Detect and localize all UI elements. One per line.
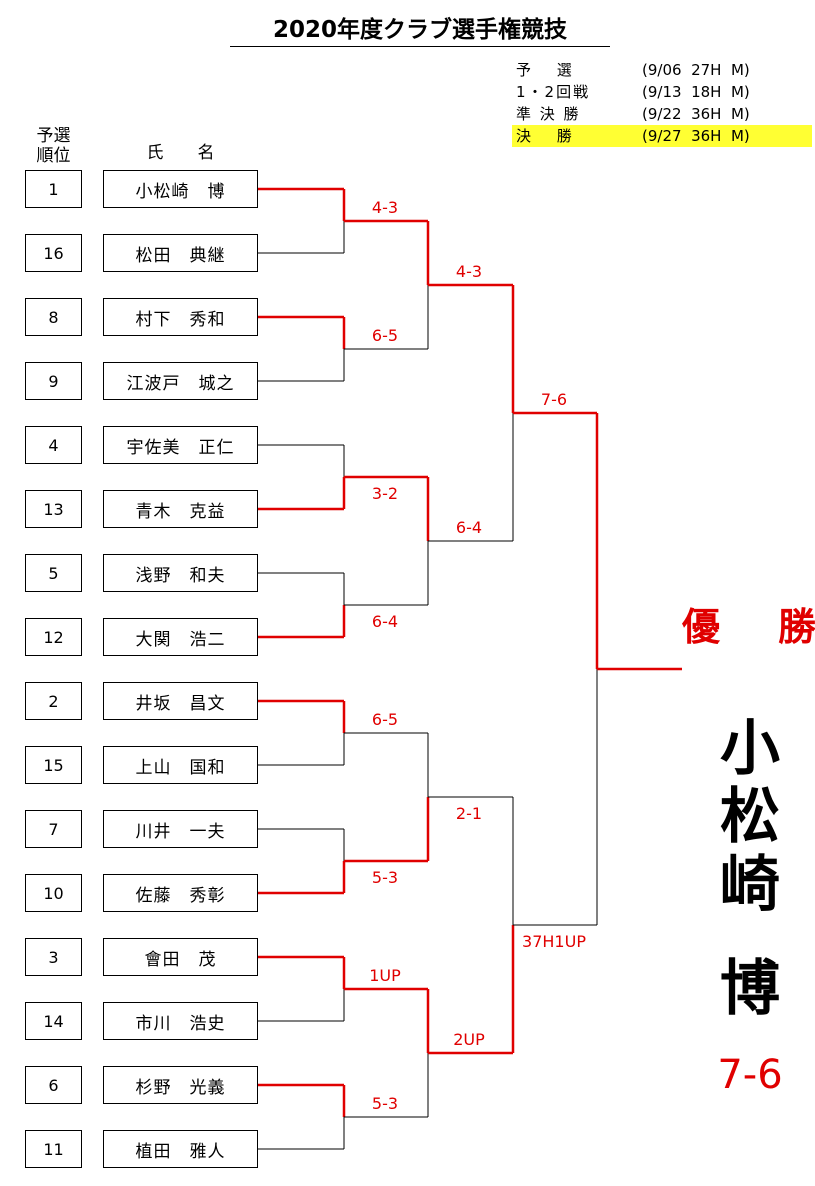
schedule-date: (9/22 36H M) xyxy=(642,105,750,123)
page-title: 2020年度クラブ選手権競技 xyxy=(230,10,610,47)
champion-name-char-1: 小 xyxy=(720,714,780,784)
seed-box: 3 xyxy=(25,938,82,976)
match-score: 6-5 xyxy=(372,326,398,345)
player-name-box: 青木 克益 xyxy=(103,490,258,528)
schedule-row: 1・2回戦 (9/13 18H M) xyxy=(512,81,812,103)
match-score: 5-3 xyxy=(372,868,398,887)
schedule-row: 決 勝 (9/27 36H M) xyxy=(512,125,812,147)
player-name-box: 上山 国和 xyxy=(103,746,258,784)
seed-box: 14 xyxy=(25,1002,82,1040)
seed-box: 1 xyxy=(25,170,82,208)
match-score: 5-3 xyxy=(372,1094,398,1113)
player-name-box: 江波戸 城之 xyxy=(103,362,258,400)
match-score: 6-4 xyxy=(456,518,482,537)
seed-box: 15 xyxy=(25,746,82,784)
player-name-box: 宇佐美 正仁 xyxy=(103,426,258,464)
seed-box: 13 xyxy=(25,490,82,528)
schedule-row: 準 決 勝 (9/22 36H M) xyxy=(512,103,812,125)
schedule-date: (9/06 27H M) xyxy=(642,61,750,79)
seed-box: 10 xyxy=(25,874,82,912)
player-name-box: 市川 浩史 xyxy=(103,1002,258,1040)
schedule-date: (9/27 36H M) xyxy=(642,127,750,145)
champion-score: 7-6 xyxy=(717,1052,783,1098)
player-name-box: 村下 秀和 xyxy=(103,298,258,336)
schedule-row: 予 選 (9/06 27H M) xyxy=(512,59,812,81)
seed-box: 11 xyxy=(25,1130,82,1168)
match-score: 2-1 xyxy=(456,804,482,823)
seed-box: 5 xyxy=(25,554,82,592)
player-name-box: 小松崎 博 xyxy=(103,170,258,208)
match-score: 3-2 xyxy=(372,484,398,503)
champion-name-char-4: 博 xyxy=(720,954,780,1024)
player-name-box: 會田 茂 xyxy=(103,938,258,976)
player-name-box: 佐藤 秀彰 xyxy=(103,874,258,912)
player-name-box: 浅野 和夫 xyxy=(103,554,258,592)
match-score: 6-4 xyxy=(372,612,398,631)
champion-name-char-2: 松 xyxy=(720,782,780,852)
player-name-box: 井坂 昌文 xyxy=(103,682,258,720)
match-score: 7-6 xyxy=(541,390,567,409)
champion-label: 優 勝 xyxy=(682,605,815,649)
match-score: 2UP xyxy=(453,1030,485,1049)
schedule-round: 準 決 勝 xyxy=(516,105,581,123)
schedule-round: 決 勝 xyxy=(516,127,574,145)
match-score: 6-5 xyxy=(372,710,398,729)
seed-box: 16 xyxy=(25,234,82,272)
champion-name-char-3: 崎 xyxy=(720,850,780,920)
match-score: 1UP xyxy=(369,966,401,985)
name-header: 氏 名 xyxy=(146,143,215,163)
player-name-box: 杉野 光義 xyxy=(103,1066,258,1104)
seed-box: 4 xyxy=(25,426,82,464)
seed-box: 2 xyxy=(25,682,82,720)
schedule-date: (9/13 18H M) xyxy=(642,83,750,101)
schedule-round: 予 選 xyxy=(516,61,574,79)
schedule-round: 1・2回戦 xyxy=(516,83,591,101)
seed-box: 8 xyxy=(25,298,82,336)
match-score: 4-3 xyxy=(456,262,482,281)
seed-box: 9 xyxy=(25,362,82,400)
match-score: 37H1UP xyxy=(522,932,586,951)
seed-box: 7 xyxy=(25,810,82,848)
player-name-box: 松田 典継 xyxy=(103,234,258,272)
seed-header: 予選 順位 xyxy=(36,126,71,166)
seed-box: 12 xyxy=(25,618,82,656)
player-name-box: 川井 一夫 xyxy=(103,810,258,848)
player-name-box: 大関 浩二 xyxy=(103,618,258,656)
match-score: 4-3 xyxy=(372,198,398,217)
seed-box: 6 xyxy=(25,1066,82,1104)
player-name-box: 植田 雅人 xyxy=(103,1130,258,1168)
